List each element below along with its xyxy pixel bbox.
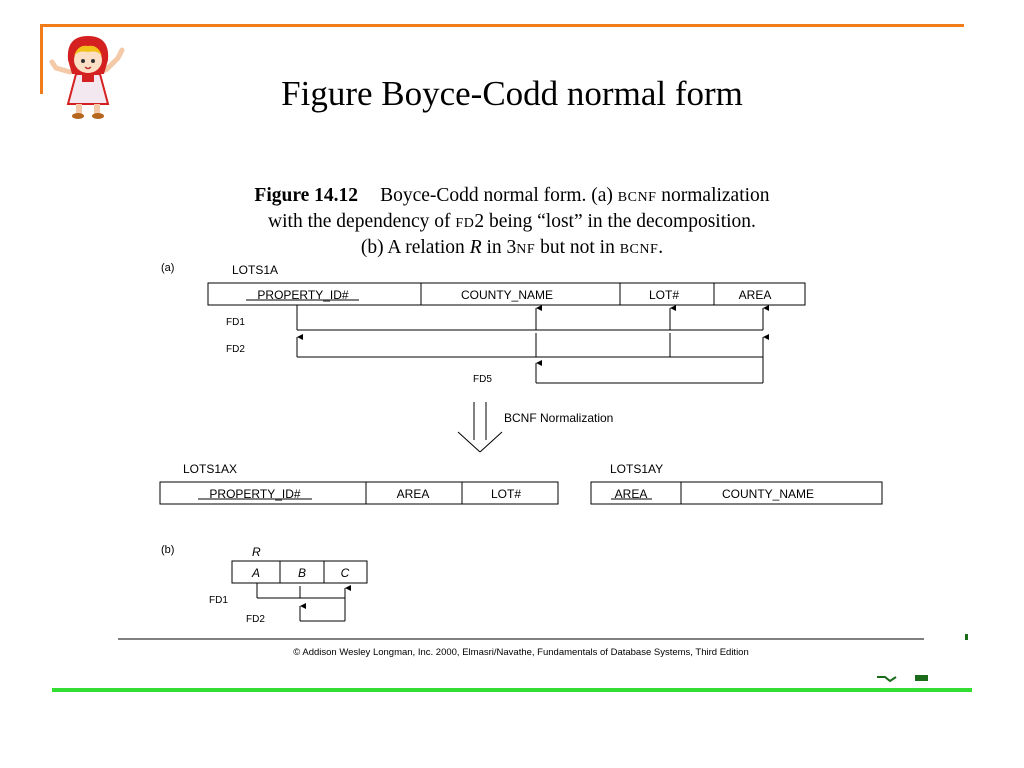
caption-line-3: (b) A relation R in 3NF but not in BCNF. [0,236,1024,262]
caption-text: . [658,237,664,258]
caption-smallcaps: FD [455,216,475,231]
caption-text: with the dependency of [268,211,456,232]
caption-text: 2 being “lost” in the decomposition. [474,211,756,232]
fd2-b-label: FD2 [246,614,265,625]
fd5-label: FD5 [473,374,492,385]
lots1ax-attr: LOT# [491,487,521,501]
nav-forward-icon [915,675,928,681]
caption-line-2: with the dependency of FD2 being “lost” … [0,210,1024,236]
part-b-label: (b) [161,544,174,556]
caption-smallcaps: BCNF [617,190,657,205]
copyright-text: © Addison Wesley Longman, Inc. 2000, Elm… [293,647,749,658]
lots1ax-title: LOTS1AX [183,462,237,476]
part-a-label: (a) [161,262,174,274]
lots1ay-title: LOTS1AY [610,462,663,476]
fd1-label: FD1 [226,317,245,328]
caption-text: normalization [656,185,770,206]
relation-r-attr: B [298,566,306,580]
caption-italic: R [469,237,482,258]
left-accent-rule [40,24,43,94]
lots1a-attr: AREA [739,288,772,302]
mascot-girl-icon [49,36,125,119]
relation-r-title: R [252,545,261,559]
relation-r-attr: A [251,566,260,580]
fd2-label: FD2 [226,344,245,355]
caption-text: (b) A relation [360,237,470,258]
lots1ay-table-box [590,481,883,505]
slide-title: Figure Boyce-Codd normal form [281,74,743,113]
figure-number: Figure 14.12 [254,185,359,206]
lots1a-table-box [207,282,806,306]
bottom-accent-rule [52,688,972,692]
caption-text: Boyce-Codd normal form. (a) [380,185,618,206]
top-accent-rule [40,24,964,27]
lots1ay-attr: AREA [615,487,648,501]
normalization-label: BCNF Normalization [504,411,613,425]
lots1ay-attr: COUNTY_NAME [722,487,814,501]
fd1-b-label: FD1 [209,595,228,606]
caption-smallcaps: BCNF [619,242,659,257]
lots1a-attr: PROPERTY_ID# [257,288,348,302]
lots1ax-attr: AREA [397,487,430,501]
lots1ax-table-box [159,481,559,505]
lots1ax-attr: PROPERTY_ID# [209,487,300,501]
caption-text: in 3 [481,237,517,258]
lots1a-attr: COUNTY_NAME [461,288,553,302]
lots1a-title: LOTS1A [232,263,278,277]
lots1a-attr: LOT# [649,288,679,302]
relation-r-attr: C [341,566,350,580]
nav-back-icon [877,676,897,683]
caption-text: but not in [535,237,620,258]
caption-smallcaps: NF [516,242,536,257]
relation-r-box [231,560,368,584]
green-dot-icon [965,634,968,640]
